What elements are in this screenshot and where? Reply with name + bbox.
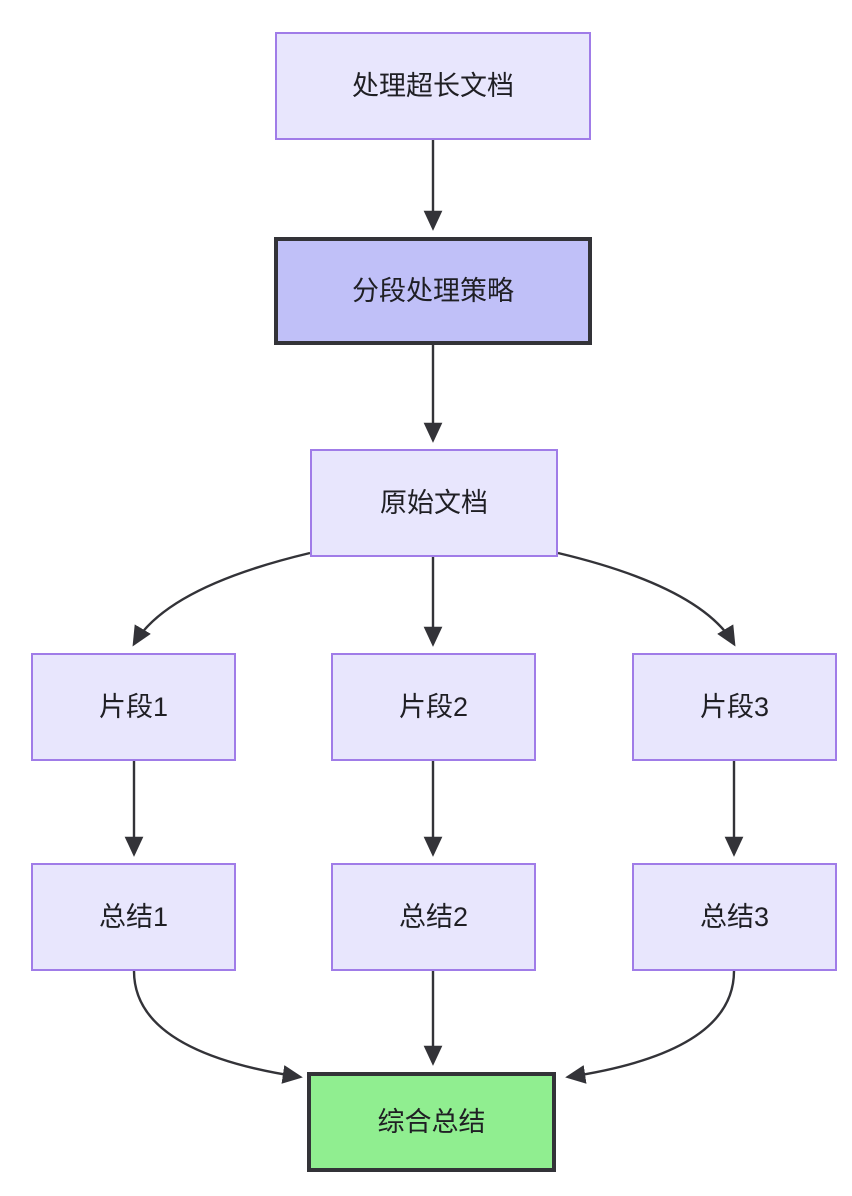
edge-summary-1-to-final-summary (132, 970, 303, 1084)
node-fragment-2-label: 片段2 (398, 691, 469, 722)
node-fragment-3[interactable]: 片段3 (632, 653, 837, 761)
node-fragment-2[interactable]: 片段2 (331, 653, 536, 761)
node-summary-2-label: 总结2 (398, 901, 469, 932)
node-root[interactable]: 处理超长文档 (275, 32, 591, 140)
node-fragment-3-label: 片段3 (699, 691, 770, 722)
node-summary-1[interactable]: 总结1 (31, 863, 236, 971)
edge-summary-3-to-final-summary (565, 970, 736, 1084)
node-summary-3[interactable]: 总结3 (632, 863, 837, 971)
node-summary-3-label: 总结3 (699, 901, 770, 932)
node-summary-2[interactable]: 总结2 (331, 863, 536, 971)
node-source-doc-label: 原始文档 (380, 487, 488, 518)
node-summary-1-label: 总结1 (98, 901, 169, 932)
edge-source-doc-to-fragment-3 (557, 551, 736, 647)
node-fragment-1[interactable]: 片段1 (31, 653, 236, 761)
node-final-summary-label: 综合总结 (377, 1106, 486, 1137)
node-final-summary[interactable]: 综合总结 (307, 1072, 556, 1172)
node-source-doc[interactable]: 原始文档 (310, 449, 558, 557)
node-fragment-1-label: 片段1 (98, 691, 169, 722)
node-strategy[interactable]: 分段处理策略 (274, 237, 592, 345)
node-strategy-label: 分段处理策略 (352, 275, 514, 306)
edge-source-doc-to-fragment-1 (132, 551, 311, 647)
node-root-label: 处理超长文档 (352, 70, 514, 101)
